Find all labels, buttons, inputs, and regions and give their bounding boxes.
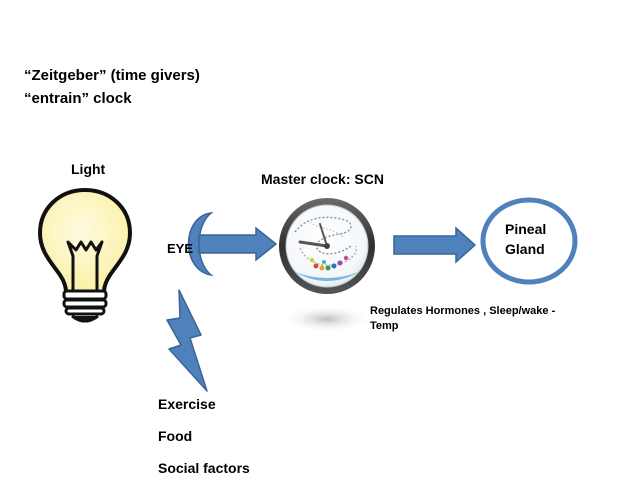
light-bulb-icon bbox=[37, 187, 133, 323]
pineal-gland-circle bbox=[480, 197, 578, 285]
factor-social: Social factors bbox=[158, 460, 250, 476]
entrain-clock-subtitle: “entrain” clock bbox=[24, 90, 132, 107]
light-label: Light bbox=[71, 161, 106, 177]
eye-label: EYE bbox=[167, 241, 194, 256]
clock-shadow bbox=[281, 305, 373, 333]
arrow-eye-to-scn bbox=[198, 226, 278, 262]
regulates-label-line2: Temp bbox=[370, 320, 399, 332]
pineal-label-line2: Gland bbox=[505, 241, 545, 257]
regulates-label-line1: Regulates Hormones , Sleep/wake - bbox=[370, 305, 556, 317]
pineal-label-line1: Pineal bbox=[505, 221, 547, 237]
eye-icon bbox=[187, 211, 214, 277]
lightning-bolt-icon bbox=[166, 289, 208, 392]
arrow-scn-to-pineal bbox=[393, 226, 477, 264]
master-clock-label: Master clock: SCN bbox=[261, 171, 384, 187]
factor-exercise: Exercise bbox=[158, 396, 216, 412]
zeitgeber-title: “Zeitgeber” (time givers) bbox=[24, 67, 200, 84]
factor-food: Food bbox=[158, 428, 193, 444]
clock-icon bbox=[279, 198, 375, 294]
